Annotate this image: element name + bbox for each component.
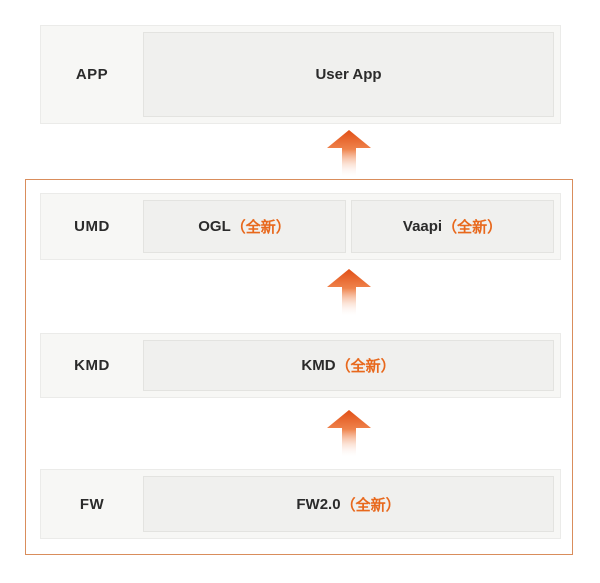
layer-box-ogl: OGL （全新） — [143, 200, 346, 253]
row-boxes-kmd: KMD （全新） — [143, 340, 554, 391]
row-app: APP User App — [40, 25, 561, 124]
up-arrow-icon — [327, 130, 371, 178]
layer-box-user-app: User App — [143, 32, 554, 117]
up-arrow-icon — [327, 410, 371, 458]
row-label-kmd: KMD — [74, 357, 110, 374]
layer-box-suffix: （全新） — [230, 219, 291, 236]
row-umd: UMD OGL （全新） Vaapi （全新） — [40, 193, 561, 260]
layer-box-suffix: （全新） — [340, 496, 401, 514]
row-kmd: KMD KMD （全新） — [40, 333, 561, 398]
up-arrow-icon — [327, 269, 371, 317]
layer-box-fw2: FW2.0 （全新） — [143, 476, 554, 532]
layer-box-kmd: KMD （全新） — [143, 340, 554, 391]
layer-box-name: User App — [315, 66, 382, 83]
layer-box-suffix: （全新） — [442, 219, 503, 236]
layer-box-name: FW2.0 — [296, 495, 341, 513]
highlight-section-frame — [25, 179, 573, 555]
row-boxes-umd: OGL （全新） Vaapi （全新） — [143, 200, 554, 253]
row-fw: FW FW2.0 （全新） — [40, 469, 561, 539]
row-label-app: APP — [75, 66, 109, 83]
layer-box-name: OGL — [198, 218, 231, 235]
layer-box-vaapi: Vaapi （全新） — [351, 200, 554, 253]
layer-box-name: Vaapi — [402, 218, 443, 235]
row-label-umd: UMD — [74, 218, 110, 235]
row-boxes-fw: FW2.0 （全新） — [143, 476, 554, 532]
layer-box-name: KMD — [301, 357, 336, 374]
row-label-fw: FW — [79, 495, 105, 513]
row-boxes-app: User App — [143, 32, 554, 117]
layer-box-suffix: （全新） — [335, 358, 396, 375]
